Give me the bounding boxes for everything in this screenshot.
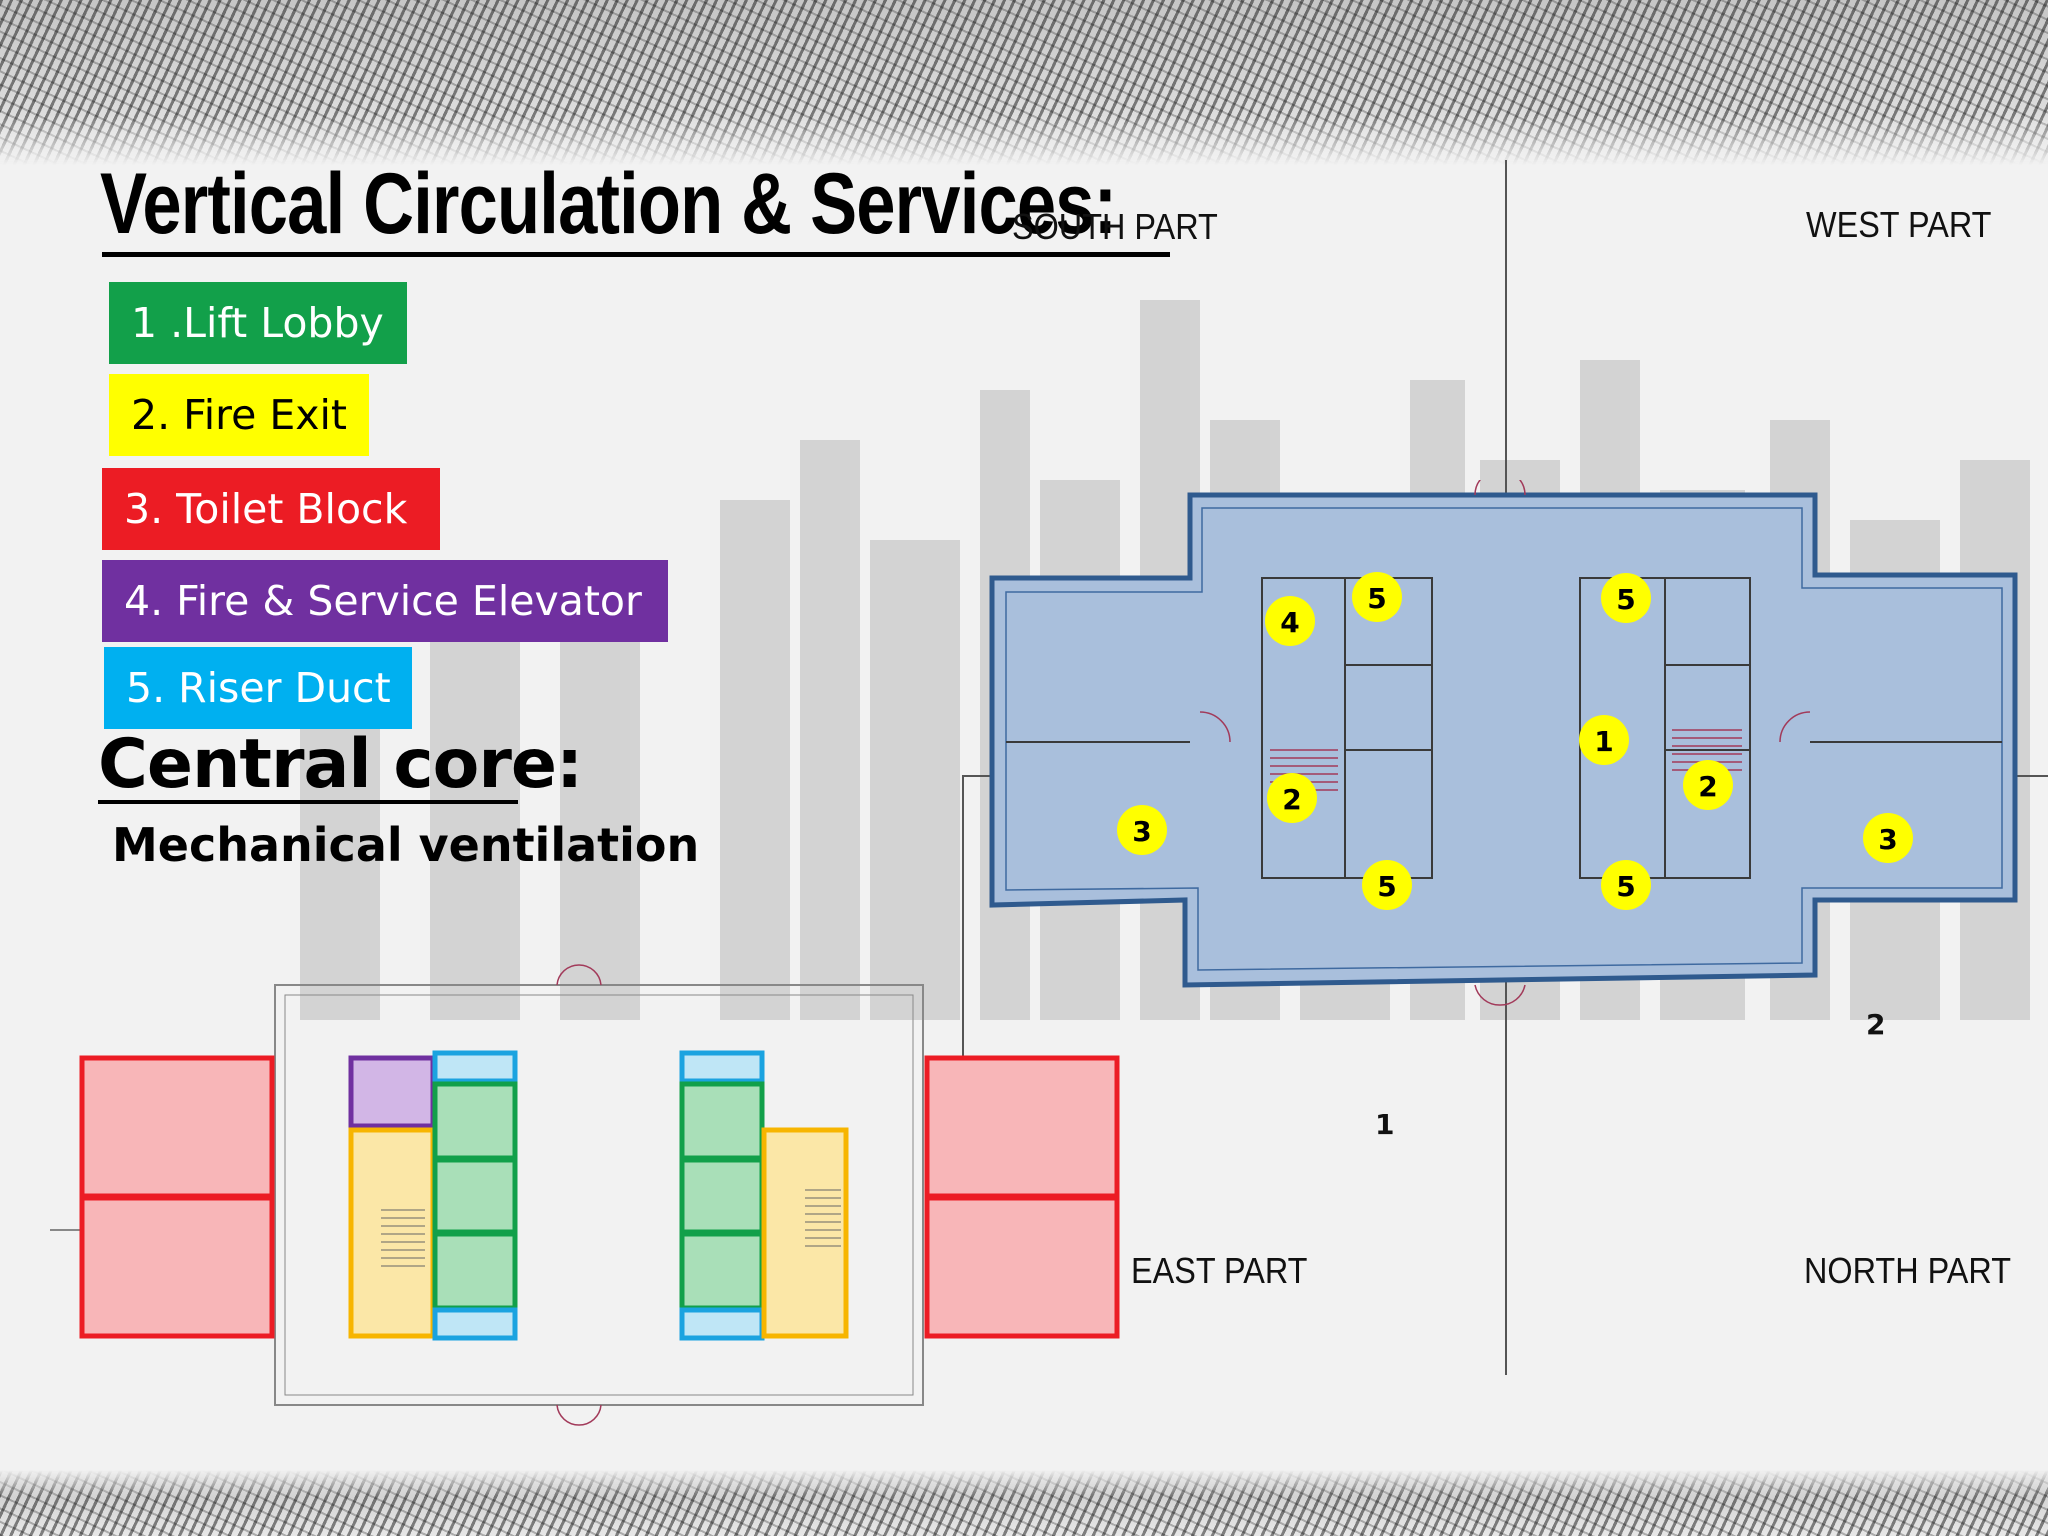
marker-3: [1863, 813, 1913, 863]
blue-floor-plan: 5 4 5 1 2 2 3 3 5 5: [989, 480, 2018, 1006]
marker-3-text: 3: [1878, 823, 1897, 856]
marker-3-text: 3: [1132, 815, 1151, 848]
marker-5-text: 5: [1616, 870, 1635, 903]
legend-toilet-block: 3. Toilet Block: [102, 468, 440, 550]
quadrant-number-2: 2: [1866, 1008, 1886, 1041]
marker-5-text: 5: [1367, 582, 1386, 615]
title-underline: [102, 252, 1170, 257]
east-part-label: EAST PART: [1131, 1250, 1308, 1291]
marker-5: [1601, 573, 1651, 623]
north-part-label: NORTH PART: [1804, 1250, 2012, 1291]
marker-1: [1579, 715, 1629, 765]
plan-markers: 5 4 5 1 2 2 3 3 5 5: [1117, 572, 1913, 910]
marker-5: [1362, 860, 1412, 910]
colored-floor-plan: [50, 964, 1120, 1426]
marker-5-text: 5: [1377, 870, 1396, 903]
axis-connector-line: [962, 775, 964, 1115]
core-title: Central core:: [98, 725, 583, 804]
core-subtitle: Mechanical ventilation: [112, 818, 700, 872]
marker-5: [1352, 572, 1402, 622]
marker-2: [1683, 760, 1733, 810]
south-part-label: SOUTH PART: [1012, 206, 1218, 247]
quadrant-number-1: 1: [1375, 1108, 1395, 1141]
core-title-underline: [98, 800, 518, 804]
grunge-bottom-band: [0, 1470, 2048, 1536]
marker-2: [1267, 773, 1317, 823]
marker-5-text: 5: [1616, 583, 1635, 616]
legend-fire-service-elevator: 4. Fire & Service Elevator: [102, 560, 668, 642]
legend-riser-duct: 5. Riser Duct: [104, 647, 412, 729]
legend-fire-exit: 2. Fire Exit: [109, 374, 369, 456]
page-title: Vertical Circulation & Services:: [100, 156, 1117, 252]
marker-5: [1601, 860, 1651, 910]
marker-2-text: 2: [1698, 770, 1717, 803]
legend-lift-lobby: 1 .Lift Lobby: [109, 282, 407, 364]
marker-4-text: 4: [1280, 606, 1299, 639]
marker-4: [1265, 596, 1315, 646]
marker-3: [1117, 805, 1167, 855]
marker-2-text: 2: [1282, 783, 1301, 816]
marker-1-text: 1: [1594, 725, 1613, 758]
grunge-top-band: [0, 0, 2048, 165]
west-part-label: WEST PART: [1806, 204, 1992, 245]
